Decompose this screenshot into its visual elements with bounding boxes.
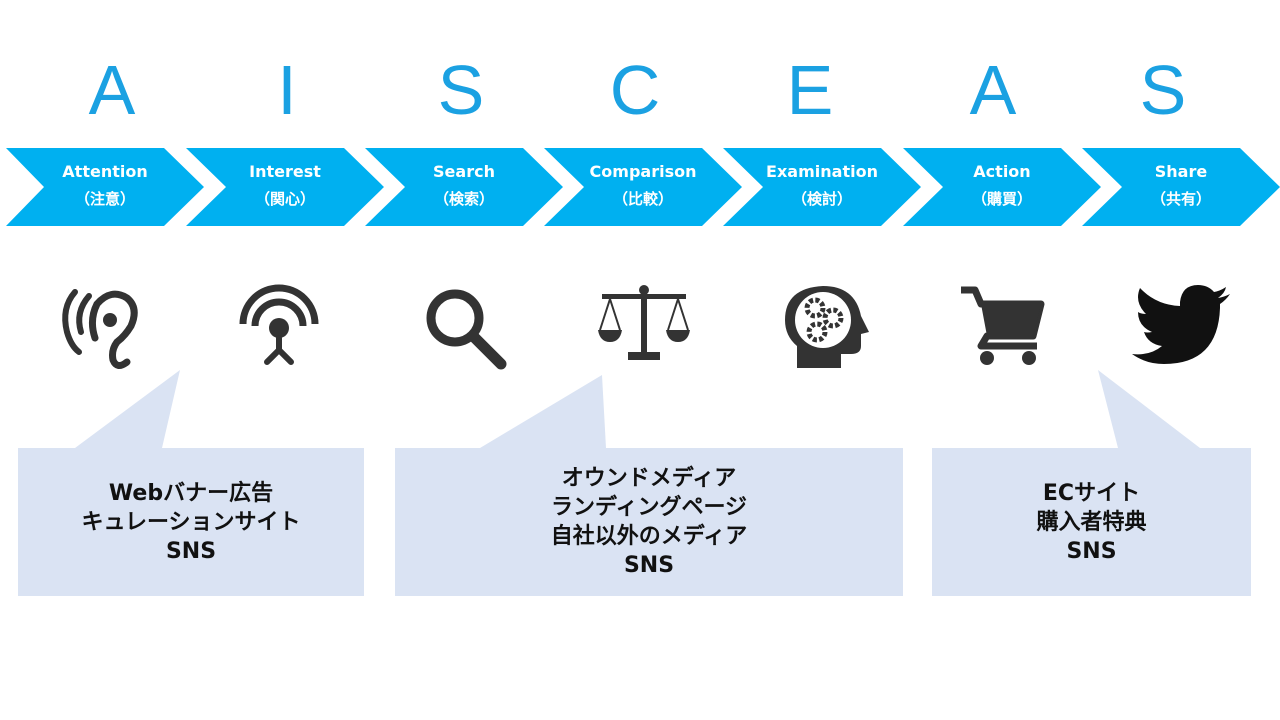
callout-line: SNS <box>165 538 217 564</box>
letter-s2: S <box>1139 51 1187 129</box>
stage-label-en: Attention <box>62 162 148 181</box>
callout-line: ECサイト <box>1042 480 1141 506</box>
stage-examination: Examination （検討） <box>723 148 921 226</box>
callout-search-comparison: オウンドメディア ランディングページ 自社以外のメディア SNS <box>395 448 903 596</box>
stage-share: Share （共有） <box>1082 148 1280 226</box>
callout-line: 購入者特典 <box>1036 509 1147 535</box>
stage-label-jp: （検索） <box>433 190 494 208</box>
stage-label-en: Share <box>1154 162 1208 181</box>
shopping-cart-icon <box>961 286 1045 365</box>
callout-line: Webバナー広告 <box>108 480 274 506</box>
callout-line: オウンドメディア <box>561 466 737 491</box>
stage-label-en: Action <box>973 162 1031 181</box>
stage-comparison: Comparison （比較） <box>544 148 742 226</box>
stage-label-en: Comparison <box>589 162 697 181</box>
callout-line: ランディングページ <box>550 495 748 520</box>
letter-a2: A <box>969 51 1017 129</box>
stage-label-en: Interest <box>249 162 321 181</box>
stage-label-jp: （共有） <box>1150 190 1211 208</box>
stage-label-jp: （購買） <box>971 190 1032 208</box>
stage-label-jp: （関心） <box>254 190 315 208</box>
callout-pointers <box>75 370 1200 448</box>
head-gears-icon <box>785 286 869 368</box>
callout-line: SNS <box>1066 538 1117 564</box>
twitter-bird-icon <box>1132 285 1230 364</box>
callout-line: 自社以外のメディア <box>550 524 748 549</box>
stage-label-jp: （検討） <box>791 190 852 208</box>
callout-attention-interest: Webバナー広告 キュレーションサイト SNS <box>18 448 364 596</box>
ear-icon <box>62 289 138 369</box>
letter-c: C <box>609 51 661 129</box>
stage-action: Action （購買） <box>903 148 1101 226</box>
stage-label-jp: （注意） <box>74 190 135 208</box>
stage-label-en: Examination <box>766 162 878 181</box>
callout-action-share: ECサイト 購入者特典 SNS <box>932 448 1251 596</box>
magnifier-icon <box>426 289 507 370</box>
callout-line: SNS <box>623 553 675 578</box>
stage-label-en: Search <box>433 162 495 181</box>
stage-interest: Interest （関心） <box>186 148 384 226</box>
antenna-icon <box>239 284 319 365</box>
callout-line: キュレーションサイト <box>81 509 301 535</box>
balance-scale-icon <box>598 285 690 360</box>
letter-i: I <box>277 51 297 129</box>
stage-attention: Attention （注意） <box>6 148 204 226</box>
stage-search: Search （検索） <box>365 148 563 226</box>
letter-a1: A <box>88 51 136 129</box>
stage-label-jp: （比較） <box>612 190 673 208</box>
letter-e: E <box>786 51 834 129</box>
letter-s1: S <box>437 51 485 129</box>
